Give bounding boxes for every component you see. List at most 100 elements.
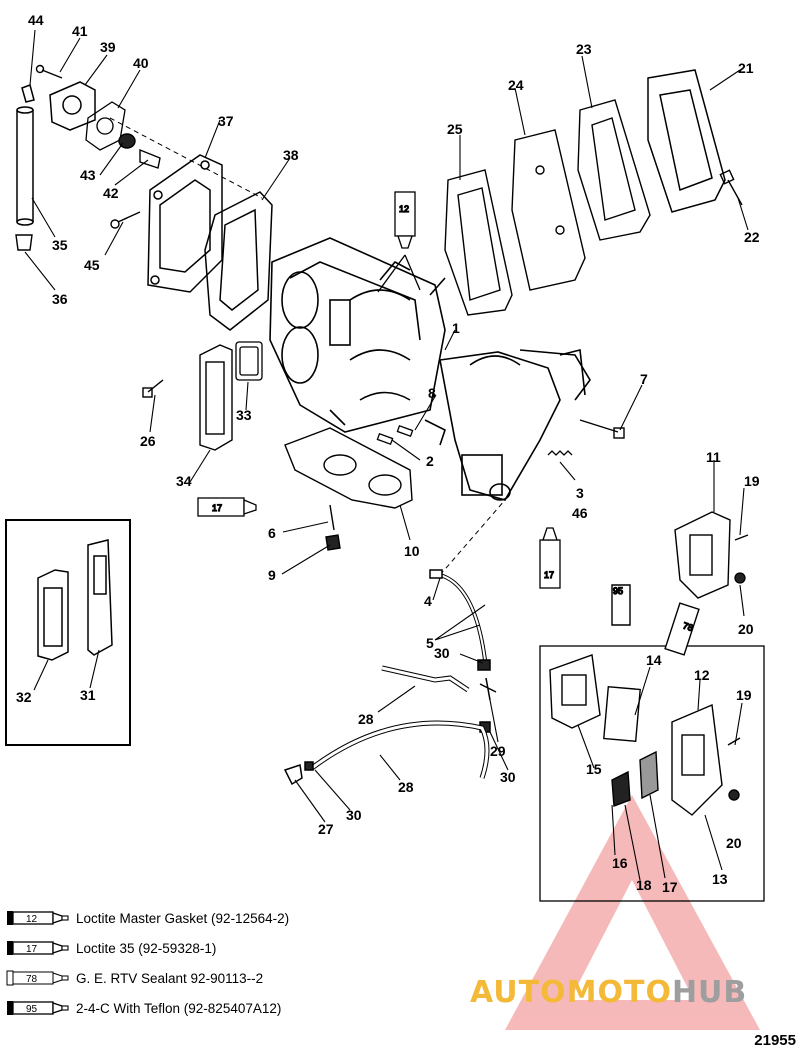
callout-20a: 20	[738, 621, 754, 637]
callout-20b: 20	[726, 835, 742, 851]
callout-4: 4	[424, 593, 432, 609]
svg-text:12: 12	[399, 204, 409, 214]
watermark-triangle	[505, 795, 760, 1030]
bolt-7	[579, 419, 625, 439]
gasket-10	[284, 427, 413, 509]
thermostat-housing-39	[49, 81, 96, 131]
callout-44: 44	[28, 12, 44, 28]
callout-45: 45	[84, 257, 100, 273]
callout-2: 2	[426, 453, 434, 469]
legend-label: 2-4-C With Teflon (92-825407A12)	[76, 1000, 282, 1016]
watermark-logo: AUTOMOTOHUB	[470, 975, 747, 1010]
svg-text:17: 17	[212, 503, 222, 513]
legend-row: 95 2-4-C With Teflon (92-825407A12)	[6, 996, 336, 1020]
callout-34: 34	[176, 473, 192, 489]
callout-3: 3	[576, 485, 584, 501]
callout-26: 26	[140, 433, 156, 449]
drawing-number: 21955	[754, 1032, 796, 1049]
bolt-22	[719, 169, 743, 206]
callout-19a: 19	[744, 473, 760, 489]
tube-icon: 17	[7, 941, 69, 955]
callout-21: 21	[738, 60, 754, 76]
callout-42: 42	[103, 185, 119, 201]
bolt-26	[142, 379, 164, 398]
callout-28a: 28	[358, 711, 374, 727]
screw-19-washer-20-top	[734, 534, 749, 584]
sealant-legend: 12 Loctite Master Gasket (92-12564-2) 17…	[6, 906, 336, 1026]
callout-11: 11	[706, 449, 721, 465]
cover-34	[199, 344, 233, 451]
callout-1: 1	[452, 320, 460, 336]
callout-39: 39	[100, 39, 116, 55]
callout-30c: 30	[346, 807, 362, 823]
stud-6-nut-9	[325, 504, 341, 551]
callout-38: 38	[283, 147, 299, 163]
callout-35: 35	[52, 237, 68, 253]
sealant-tube-12-top: 12	[377, 191, 421, 293]
callout-9: 9	[268, 567, 276, 583]
legend-row: 12 Loctite Master Gasket (92-12564-2)	[6, 906, 336, 930]
callout-33: 33	[236, 407, 252, 423]
callout-36: 36	[52, 291, 68, 307]
callout-23: 23	[576, 41, 592, 57]
plate-24	[511, 129, 586, 291]
water-tube-35	[16, 84, 35, 226]
hoses-and-fittings	[283, 569, 497, 786]
legend-label: Loctite Master Gasket (92-12564-2)	[76, 910, 290, 926]
callout-numbers: 44 41 39 40 43 42 45 35 36 37 38 12 1 25…	[16, 12, 760, 895]
gasket-23	[577, 99, 651, 241]
watermark-text-part2: HUB	[671, 975, 748, 1010]
leader-lines	[24, 29, 749, 881]
crankcase-cylinder-block	[269, 237, 591, 501]
callout-25: 25	[447, 121, 463, 137]
legend-code: 17	[26, 944, 38, 955]
pins-2-8	[376, 424, 414, 446]
dashed-alignment-line-2	[439, 499, 506, 576]
callout-43: 43	[80, 167, 96, 183]
callout-5: 5	[426, 635, 434, 651]
reed-housing-11	[674, 511, 731, 599]
spring-3	[547, 450, 573, 456]
callout-30a: 30	[434, 645, 450, 661]
cover-inset-32-31	[37, 539, 113, 661]
callout-10: 10	[404, 543, 420, 559]
exhaust-cover-21	[647, 69, 726, 213]
legend-row: 17 Loctite 35 (92-59328-1)	[6, 936, 336, 960]
legend-label: Loctite 35 (92-59328-1)	[76, 940, 217, 956]
callout-13: 13	[712, 871, 728, 887]
sealant-tube-17-left: 17	[197, 497, 257, 517]
inset-box-left	[5, 519, 131, 746]
callout-14: 14	[646, 652, 662, 668]
legend-code: 12	[26, 914, 38, 925]
gasket-25	[444, 169, 513, 316]
inset-box-right	[539, 645, 765, 902]
svg-text:95: 95	[613, 586, 623, 596]
reed-assembly-inset: 95 78	[549, 584, 741, 816]
callout-29: 29	[490, 743, 506, 759]
callout-6: 6	[268, 525, 276, 541]
callout-15: 15	[586, 761, 602, 777]
watermark-text-part1: AUTOMOTO	[470, 975, 672, 1010]
callout-31: 31	[80, 687, 96, 703]
callout-24: 24	[508, 77, 524, 93]
tube-icon: 95	[7, 1001, 69, 1015]
gasket-38	[204, 191, 273, 331]
callout-27: 27	[318, 821, 334, 837]
legend-row: 78 G. E. RTV Sealant 92-90113--2	[6, 966, 336, 990]
callout-41: 41	[72, 23, 88, 39]
svg-text:17: 17	[544, 570, 554, 580]
callout-16: 16	[612, 855, 628, 871]
small-hardware-left	[35, 64, 161, 229]
legend-label: G. E. RTV Sealant 92-90113--2	[76, 970, 264, 986]
callout-46: 46	[572, 505, 588, 521]
callout-18: 18	[636, 877, 652, 893]
sealant-tube-17-right: 17	[539, 527, 561, 589]
callout-7: 7	[640, 371, 648, 387]
legend-code: 95	[26, 1004, 38, 1015]
svg-text:78: 78	[682, 620, 695, 633]
callout-32: 32	[16, 689, 32, 705]
tube-icon: 78	[6, 970, 69, 986]
callout-37: 37	[218, 113, 234, 129]
callout-22: 22	[744, 229, 760, 245]
